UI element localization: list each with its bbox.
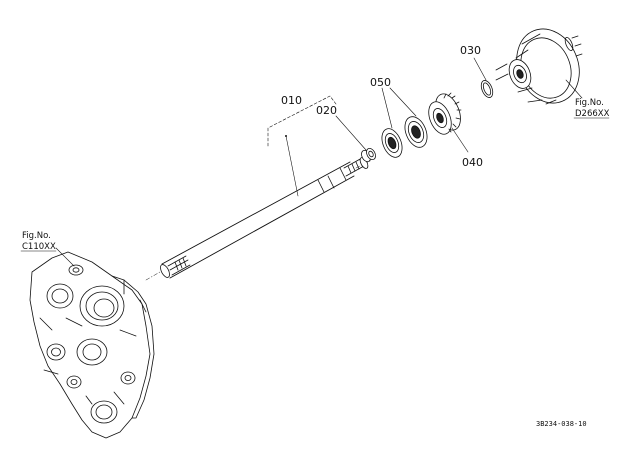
bearing-part-050-rear: [404, 116, 428, 148]
label-part-010: 010: [281, 94, 302, 107]
transmission-case-housing: [29, 251, 155, 439]
label-part-040: 040: [462, 156, 483, 169]
clutch-assembly-housing: [495, 28, 583, 105]
right-figure-ref-line2: D266XX: [575, 109, 610, 119]
diagram-code: 3B234-038-10: [536, 420, 587, 428]
label-part-020: 020: [316, 104, 337, 117]
leader-lines: [55, 57, 583, 267]
left-figure-ref-line1: Fig.No.: [22, 231, 51, 241]
snap-ring-part-030: [480, 80, 494, 98]
shaft-part-010: [145, 157, 373, 281]
label-part-030: 030: [460, 44, 481, 57]
label-part-050: 050: [370, 76, 391, 89]
collar-part-020: [361, 147, 376, 163]
bearing-part-050-front: [381, 128, 403, 158]
gear-part-040: [428, 92, 462, 135]
right-figure-ref-line1: Fig.No.: [575, 98, 604, 108]
left-figure-ref-line2: C110XX: [22, 242, 56, 252]
